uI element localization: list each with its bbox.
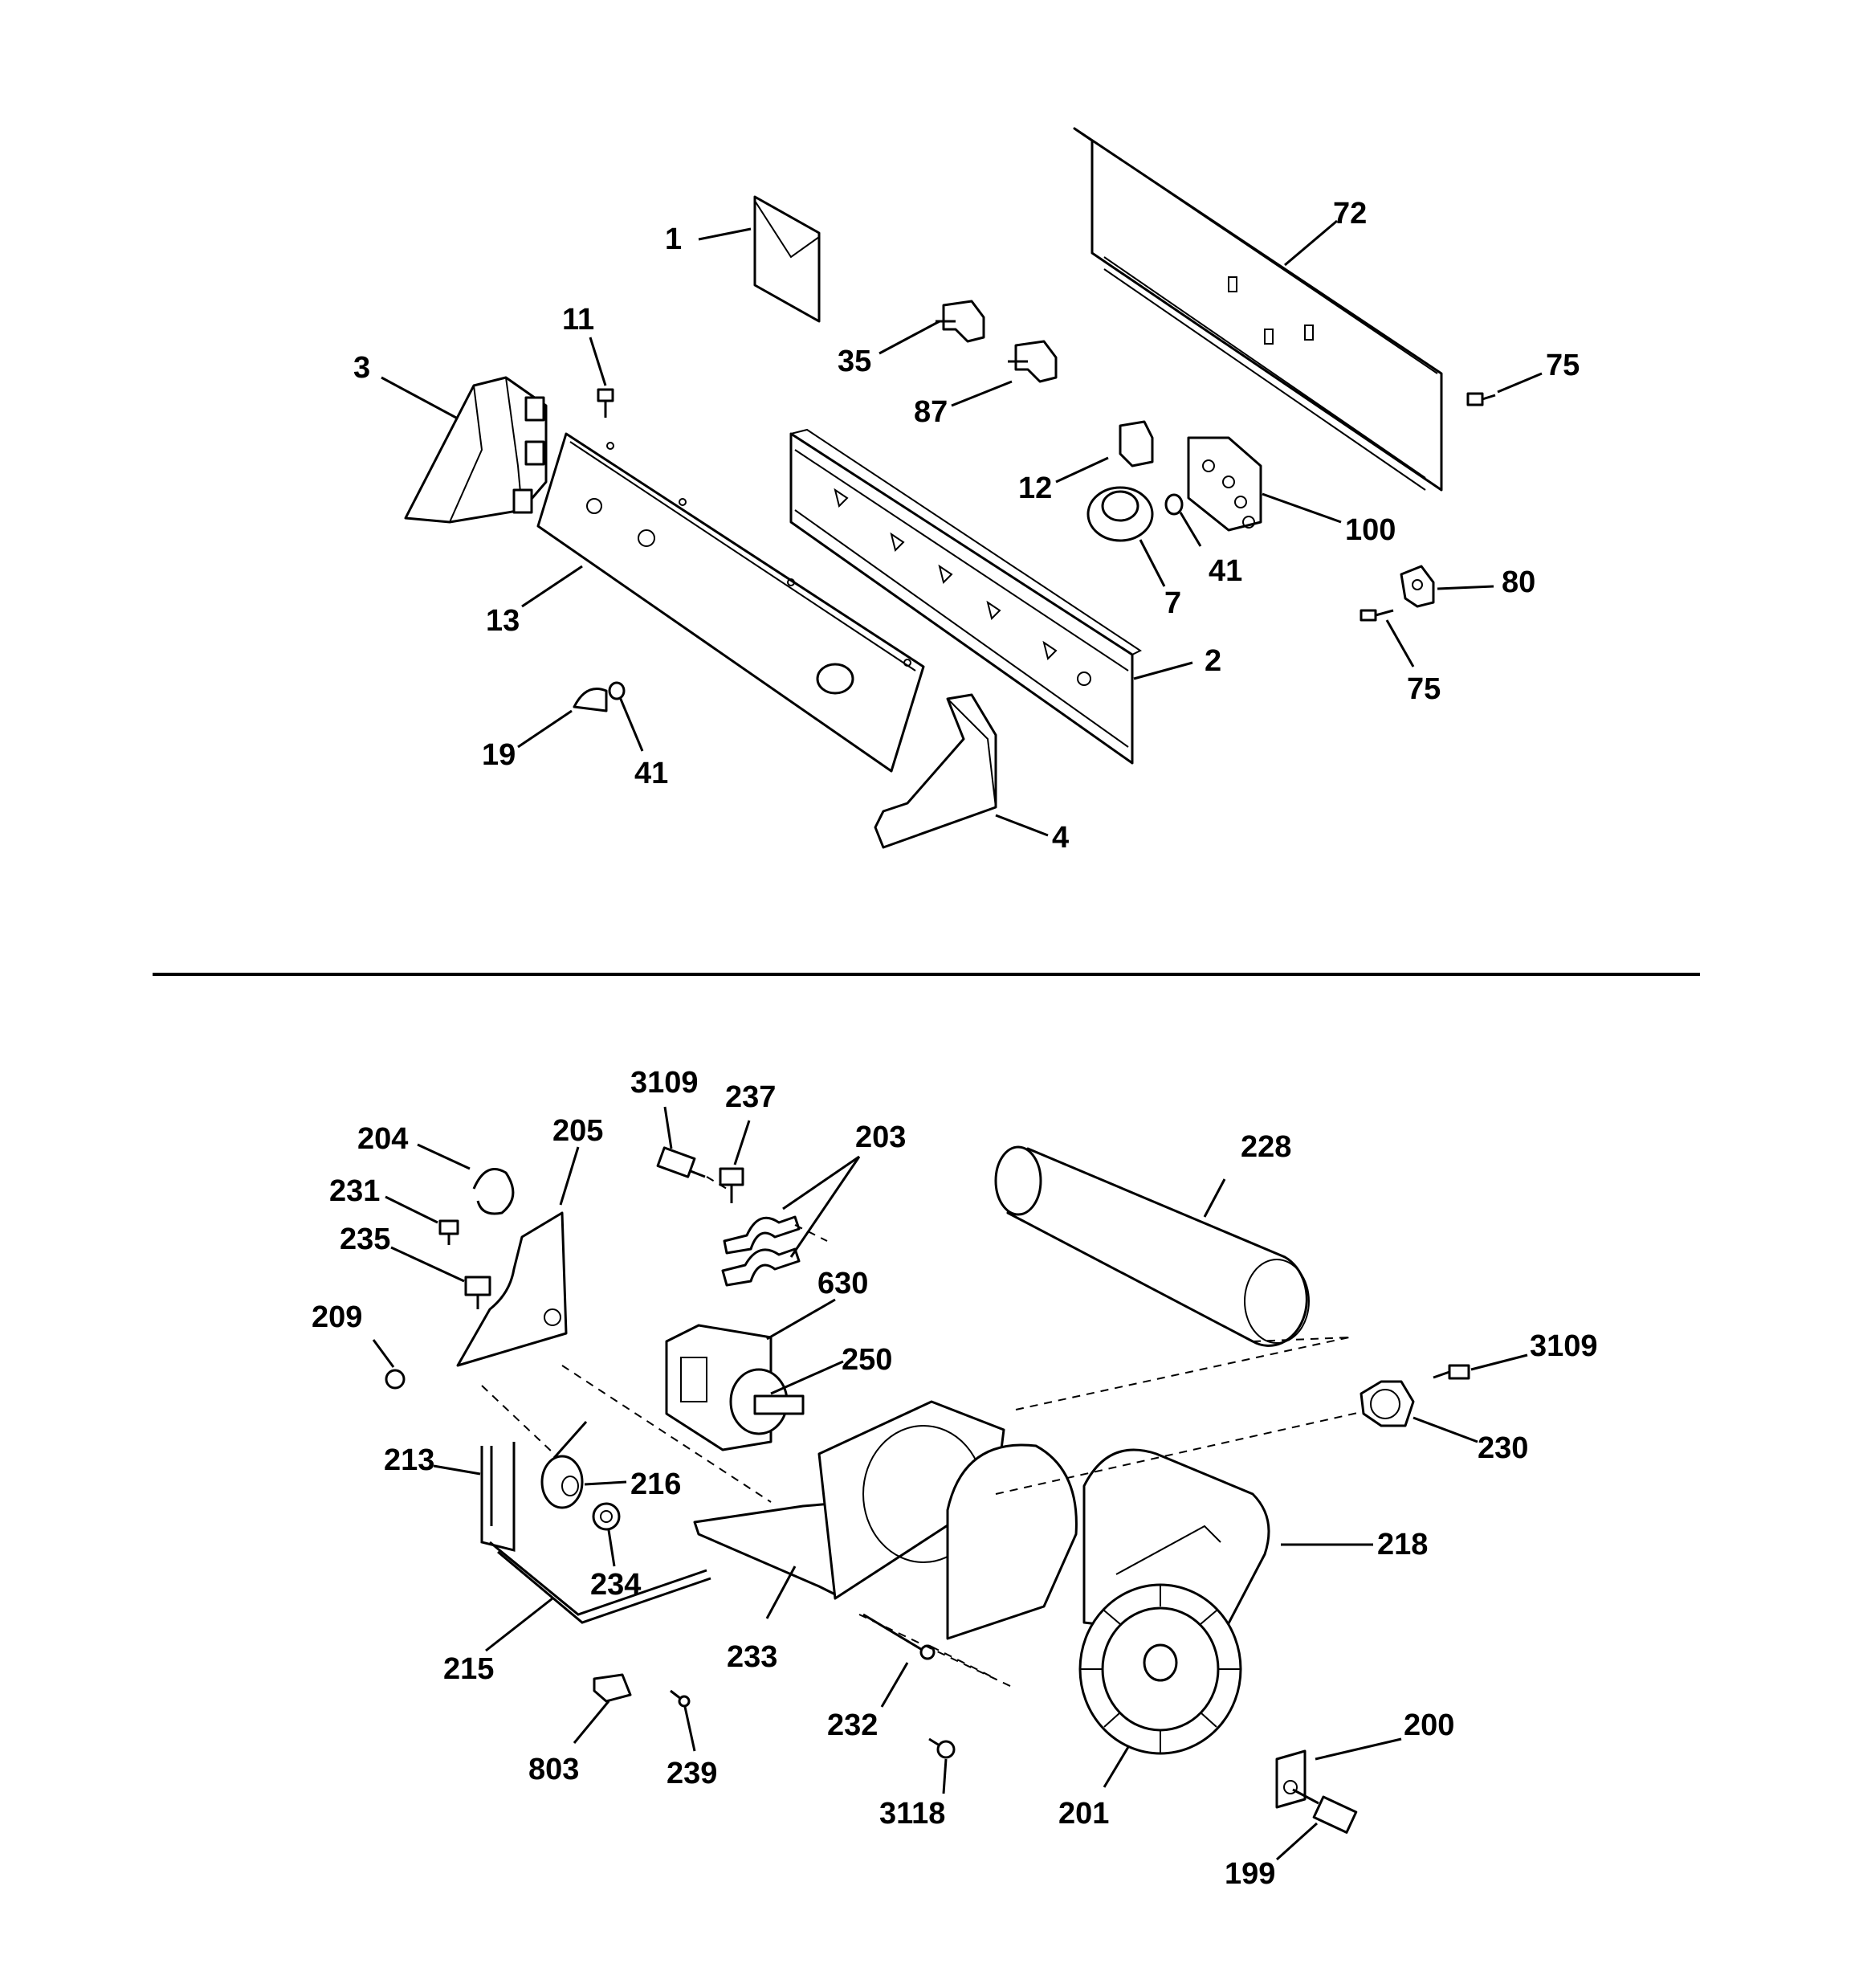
label-233: 233	[727, 1640, 777, 1674]
part-234-bushing	[592, 1502, 621, 1531]
bottom-alignment-lines	[481, 1176, 1362, 1688]
top-leader-lines	[381, 219, 1543, 837]
part-11-screw	[597, 388, 614, 418]
label-200: 200	[1404, 1708, 1454, 1742]
part-1-envelope	[753, 195, 821, 323]
part-100-timer	[1187, 436, 1262, 532]
label-72: 72	[1333, 197, 1367, 231]
bottom-section-parts	[385, 1145, 1470, 1834]
part-213-rod	[480, 1442, 516, 1552]
part-230-bearing	[1360, 1380, 1415, 1427]
label-250: 250	[842, 1343, 892, 1377]
part-labels: 1 72 11 3 35 87 75 12 100 41 7 13 2 80 7…	[312, 197, 1598, 1891]
part-216-switch	[540, 1421, 588, 1509]
label-239: 239	[667, 1757, 717, 1790]
label-215: 215	[443, 1652, 494, 1686]
label-201: 201	[1058, 1797, 1109, 1831]
label-75-upper: 75	[1546, 349, 1580, 382]
part-231-screw	[438, 1219, 459, 1245]
part-203-clamps	[721, 1215, 801, 1287]
label-41-upper: 41	[1209, 554, 1242, 588]
label-213: 213	[384, 1443, 434, 1477]
part-235-screw	[464, 1276, 491, 1309]
label-237: 237	[725, 1080, 776, 1114]
part-75-screw-upper	[1466, 392, 1496, 406]
part-228-duct	[994, 1145, 1310, 1347]
label-204: 204	[357, 1122, 408, 1156]
part-35-bracket	[936, 300, 985, 343]
label-13: 13	[486, 604, 520, 638]
label-630: 630	[817, 1267, 868, 1300]
part-2-panel-frame	[789, 428, 1142, 765]
part-3118-screw	[928, 1737, 956, 1759]
label-199: 199	[1225, 1857, 1275, 1891]
label-205: 205	[552, 1114, 603, 1148]
label-19: 19	[482, 738, 516, 772]
label-4: 4	[1052, 821, 1069, 855]
part-237-screw	[719, 1167, 744, 1203]
part-41-bushing-upper	[1164, 493, 1184, 516]
part-3109-thermistor-upper	[656, 1146, 706, 1178]
label-3109-right: 3109	[1530, 1329, 1598, 1363]
part-201-blower-wheel	[1078, 1583, 1242, 1755]
label-1: 1	[665, 222, 682, 256]
label-11: 11	[562, 303, 594, 337]
part-19-button	[573, 688, 608, 712]
part-204-clip	[472, 1168, 515, 1215]
part-75-screw-lower	[1360, 609, 1394, 622]
label-7: 7	[1164, 586, 1181, 620]
part-12-bracket	[1119, 420, 1154, 467]
label-80: 80	[1502, 565, 1535, 599]
top-section-parts	[404, 127, 1496, 849]
part-803-connector	[593, 1673, 632, 1703]
part-200-clip	[1275, 1749, 1307, 1809]
label-12: 12	[1018, 471, 1052, 505]
label-232: 232	[827, 1708, 878, 1742]
label-228: 228	[1241, 1130, 1291, 1164]
label-216: 216	[630, 1468, 681, 1501]
part-13-control-panel	[536, 432, 925, 773]
part-199-bolt	[1292, 1788, 1358, 1834]
label-35: 35	[838, 345, 871, 378]
part-3-end-cap	[404, 376, 548, 524]
part-80-clip	[1400, 565, 1435, 608]
label-203: 203	[855, 1121, 906, 1154]
label-87: 87	[914, 395, 948, 429]
part-239-screw	[670, 1689, 691, 1708]
label-41-lower: 41	[634, 757, 668, 790]
part-250-motor	[665, 1324, 805, 1451]
label-3109-upper: 3109	[630, 1066, 699, 1100]
part-4-end-cap	[874, 693, 997, 849]
label-231: 231	[329, 1174, 380, 1208]
part-7-knob	[1086, 486, 1154, 542]
label-3118: 3118	[879, 1797, 945, 1831]
label-803: 803	[528, 1753, 579, 1786]
label-235: 235	[340, 1223, 390, 1256]
part-215-rod	[489, 1541, 711, 1624]
part-72-rear-panel	[1073, 127, 1443, 492]
part-209-nut	[385, 1369, 406, 1390]
label-209: 209	[312, 1300, 362, 1334]
part-87-bracket	[1008, 340, 1058, 383]
part-205-bracket	[456, 1211, 568, 1367]
label-75-lower: 75	[1407, 672, 1441, 706]
label-234: 234	[590, 1568, 641, 1602]
part-41-bushing-lower	[608, 681, 626, 700]
label-2: 2	[1205, 644, 1221, 678]
label-100: 100	[1345, 513, 1396, 547]
label-218: 218	[1377, 1528, 1428, 1561]
part-3109-thermistor-right	[1433, 1364, 1470, 1380]
bottom-leader-lines	[372, 1106, 1528, 1861]
label-230: 230	[1478, 1431, 1528, 1465]
label-3: 3	[353, 351, 370, 385]
